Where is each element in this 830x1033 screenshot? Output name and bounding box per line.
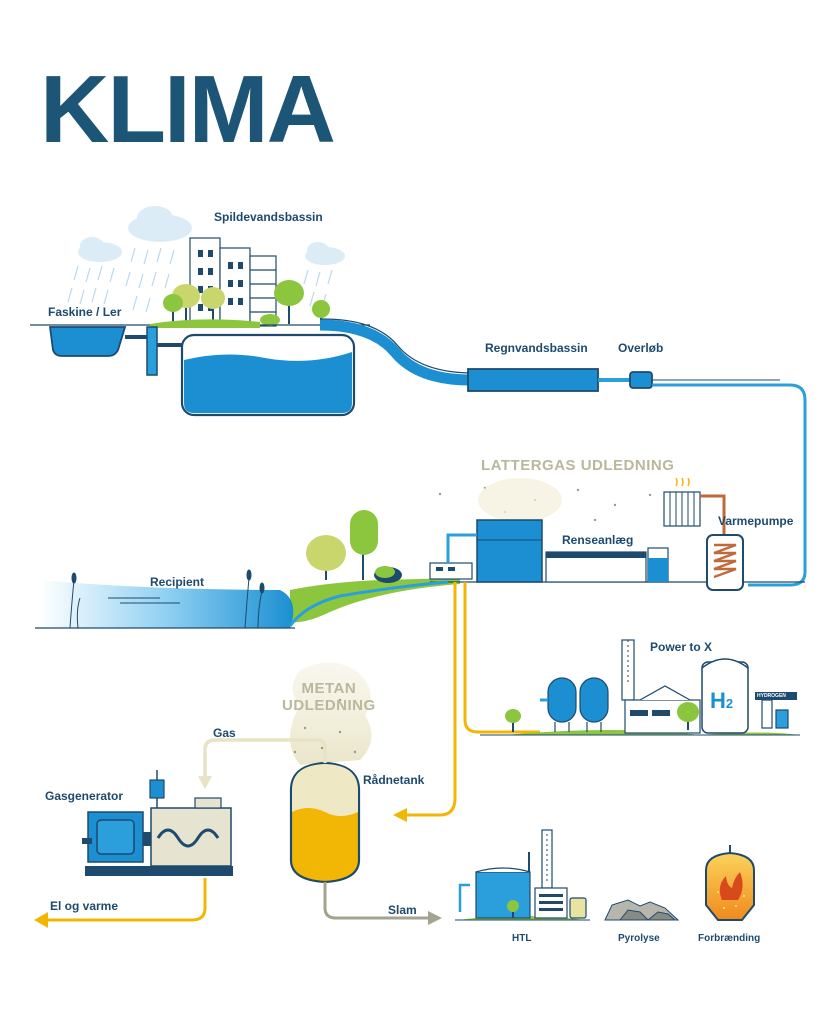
label-metan-line2: UDLEDNING — [282, 697, 376, 714]
main-return-pipe — [652, 383, 807, 587]
apartment-building — [189, 237, 277, 327]
trees-mid — [306, 510, 402, 583]
label-lattergas: LATTERGAS UDLEDNING — [481, 457, 675, 474]
label-regnvandsbassin: Regnvandsbassin — [485, 341, 588, 355]
slam-pipe — [323, 882, 430, 920]
rain-cloud-right — [303, 242, 345, 309]
klima-logo: KLIMA — [40, 56, 336, 163]
varmepumpe — [663, 477, 744, 591]
label-overlob: Overløb — [618, 341, 664, 355]
el-og-varme-arrow — [34, 912, 48, 928]
label-recipient: Recipient — [150, 575, 205, 589]
label-renseanlaeg: Renseanlæg — [562, 533, 634, 547]
trees-top — [163, 280, 330, 326]
label-slam: Slam — [388, 903, 417, 917]
rain-cloud-left — [67, 237, 122, 305]
spildevand-basin-water — [184, 352, 352, 413]
label-spildevandsbassin: Spildevandsbassin — [214, 210, 323, 224]
faskine-basin — [48, 326, 127, 357]
el-og-varme-pipe — [45, 878, 207, 922]
label-raadnetank: Rådnetank — [363, 773, 425, 787]
label-el-og-varme: El og varme — [50, 899, 119, 913]
label-htl: HTL — [512, 933, 532, 944]
hydrogen-sign: HYDROGEN — [757, 693, 786, 699]
pyrolyse-pile — [604, 899, 680, 921]
outlet-pipe — [288, 580, 449, 627]
gas-pipe — [203, 738, 327, 778]
label-gasgenerator: Gasgenerator — [45, 789, 124, 803]
label-forbraending: Forbrænding — [698, 933, 761, 944]
reeds — [69, 569, 265, 629]
channel-edge — [319, 318, 471, 374]
gasgenerator — [82, 770, 233, 876]
h2-letter: H — [710, 688, 726, 713]
label-gas: Gas — [213, 726, 236, 740]
gas-arrow — [198, 776, 212, 789]
renseanlaeg-plant — [429, 519, 669, 583]
rain-cloud-middle — [125, 206, 192, 313]
forbraending-furnace — [705, 845, 755, 921]
recipient-lake — [40, 580, 294, 628]
drain-shaft — [146, 326, 158, 376]
arrow-to-raadnetank — [393, 808, 407, 822]
label-pyrolyse: Pyrolyse — [618, 933, 660, 944]
label-power-to-x: Power to X — [650, 640, 713, 654]
label-faskine: Faskine / Ler — [48, 305, 122, 319]
surface-water-channel — [319, 319, 471, 386]
label-metan: METAN UDLEDNING — [282, 680, 376, 714]
regnvandsbassin-tank — [467, 368, 599, 392]
htl-plant — [455, 829, 590, 921]
label-metan-line1: METAN — [301, 680, 357, 697]
pipe-to-power-to-x — [463, 582, 540, 734]
grass-top — [150, 319, 260, 328]
metan-particles — [293, 698, 357, 754]
lattergas-cloud — [478, 478, 562, 522]
slam-arrow — [428, 911, 442, 925]
label-varmepumpe: Varmepumpe — [718, 514, 794, 528]
h2-subscript: 2 — [725, 696, 734, 711]
grass-mid — [290, 578, 460, 623]
overlob-unit — [629, 371, 653, 389]
h2-symbol: H2 — [710, 688, 733, 714]
slam-pipe-to-raadnetank — [400, 582, 457, 817]
raadnetank-gas-space — [292, 764, 358, 816]
power-to-x-plant — [480, 639, 800, 736]
